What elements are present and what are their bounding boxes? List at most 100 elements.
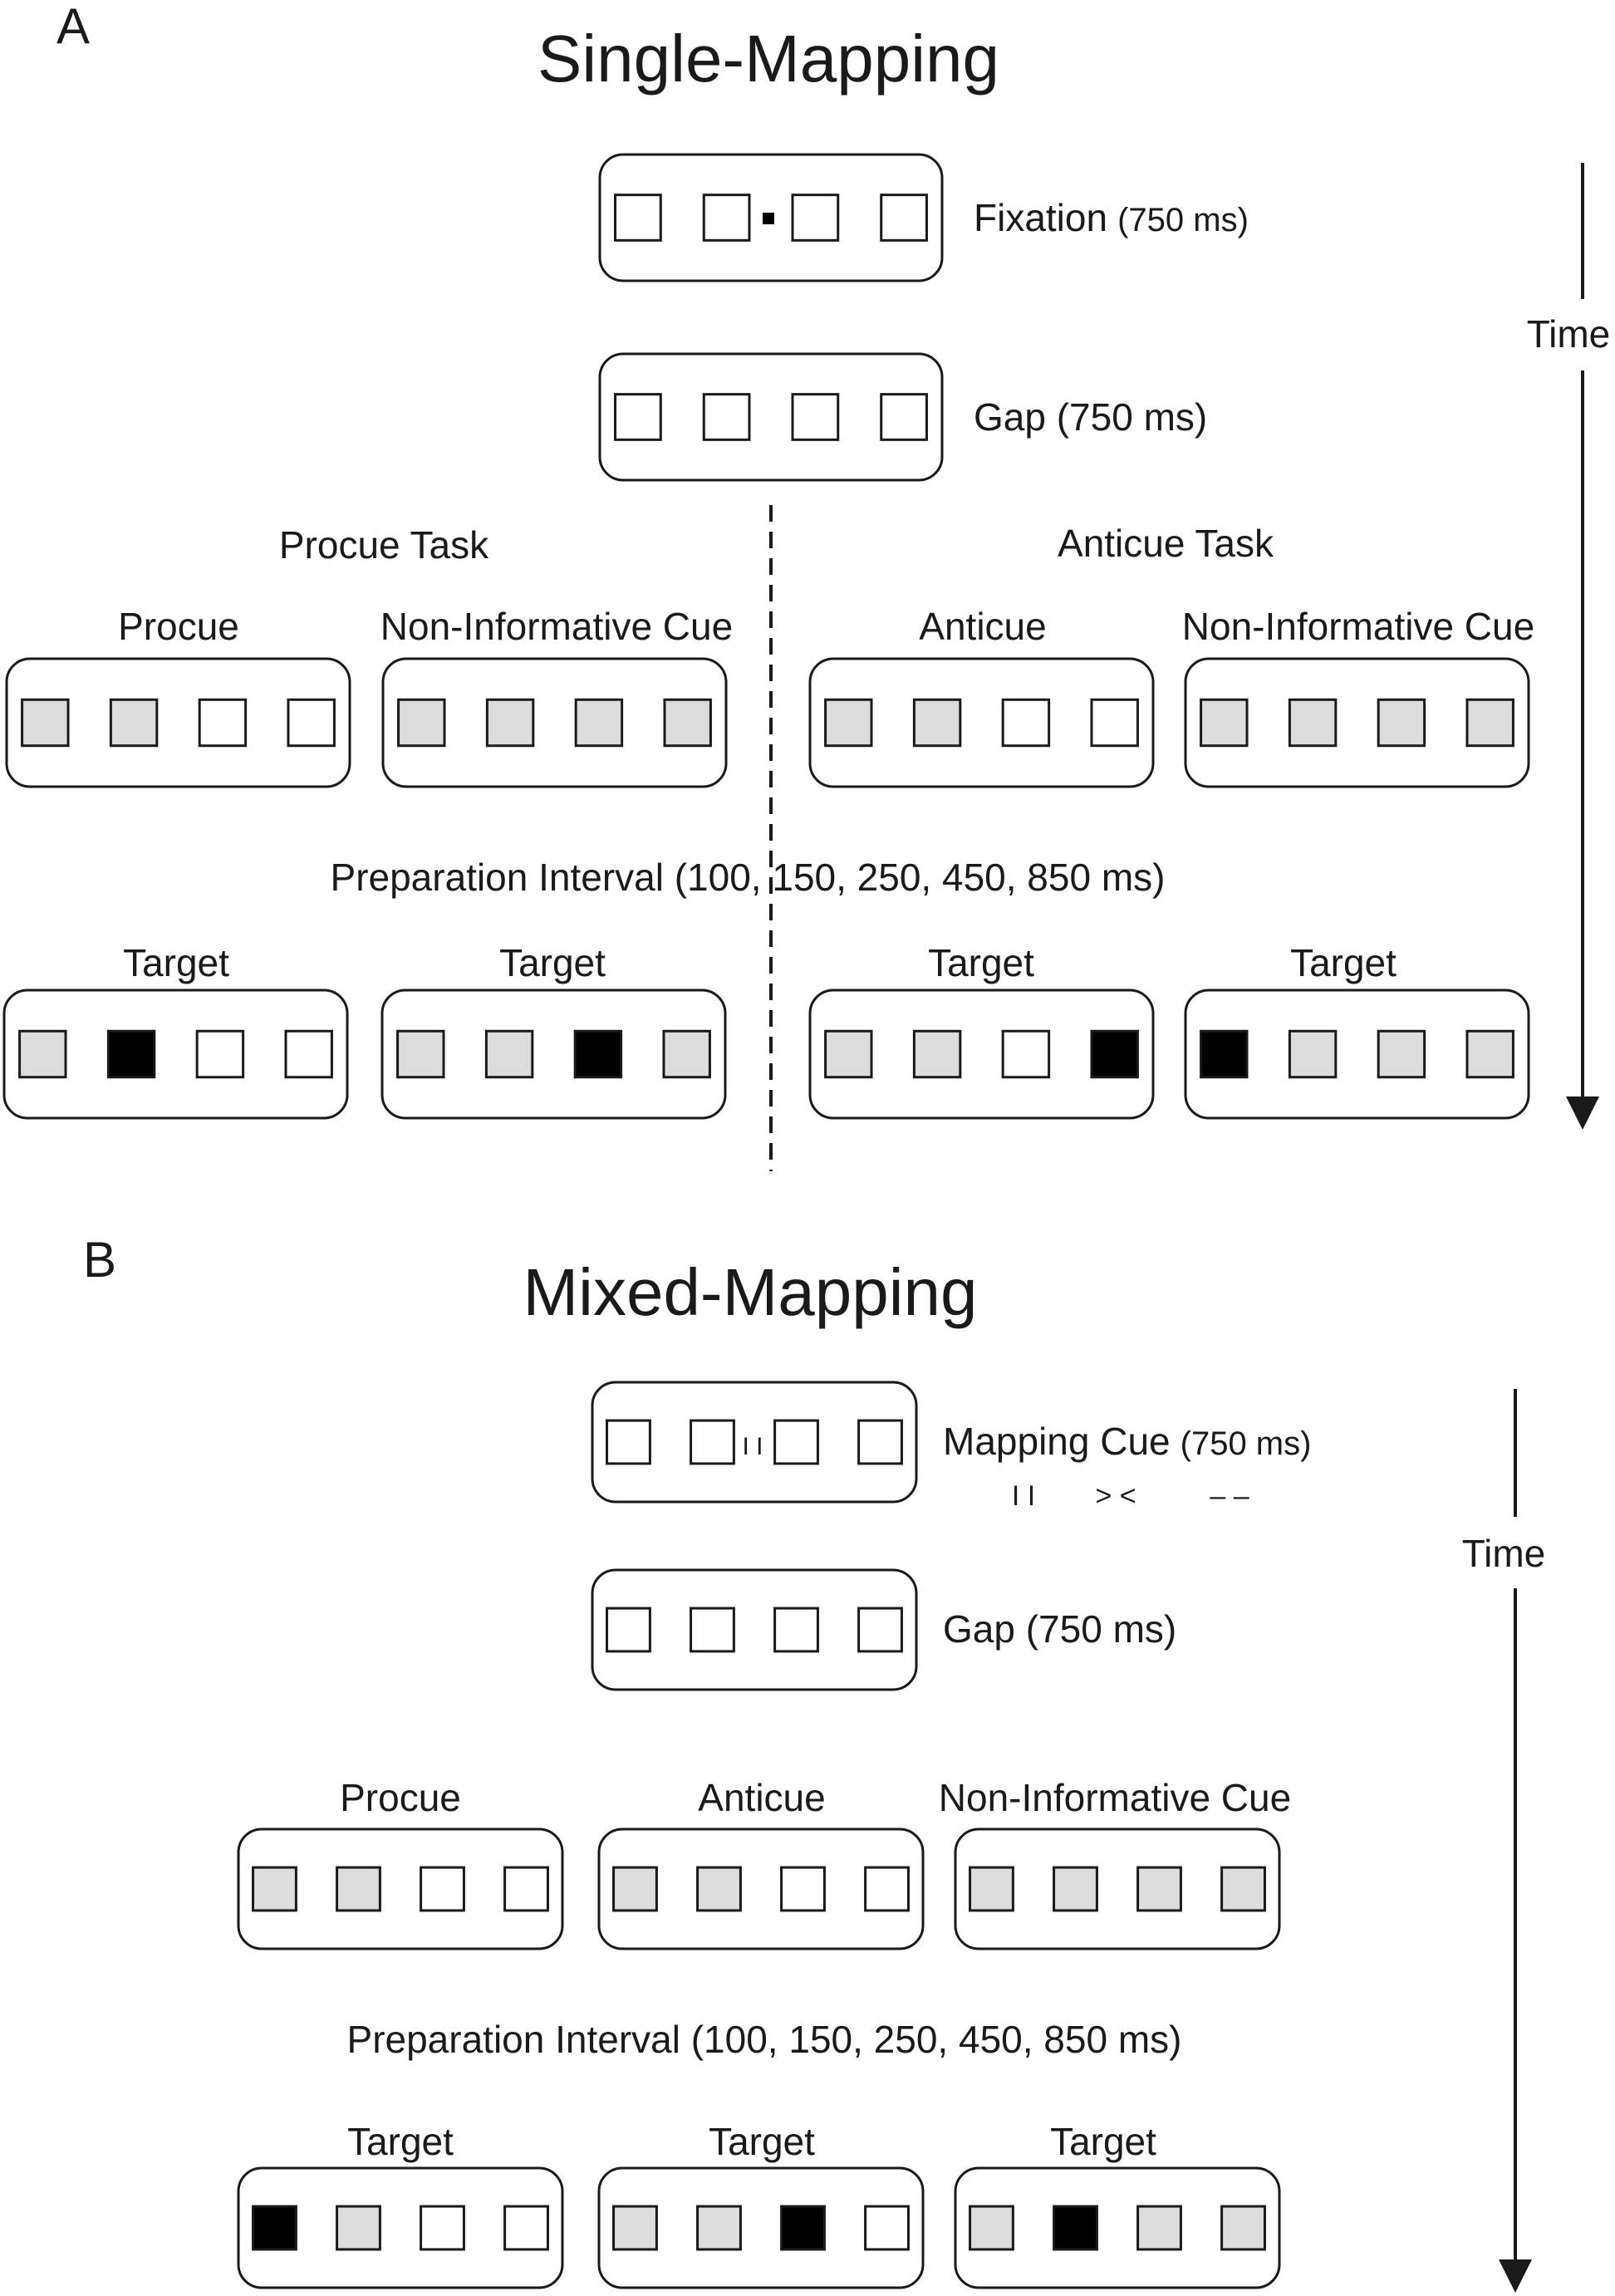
placeholder-square-gray	[252, 1866, 297, 1912]
mixed-target-frame-3	[954, 2166, 1281, 2289]
placeholder-square-white	[503, 1866, 549, 1912]
target-frame-a4	[1184, 989, 1530, 1120]
time-label-a: Time	[1527, 312, 1611, 356]
procue-task-label: Procue Task	[279, 523, 489, 567]
placeholder-square-white	[857, 1607, 903, 1653]
cue-frame-noninformative-procue	[381, 657, 728, 788]
placeholder-square-gray	[912, 698, 962, 748]
cue-squares-noninformative-procue	[397, 698, 712, 748]
placeholder-square-gray	[574, 698, 624, 748]
fixation-point	[763, 213, 774, 224]
mixed-cue-frame-anticue	[597, 1827, 925, 1950]
placeholder-square-gray	[1053, 1866, 1098, 1912]
gap-frame-b	[591, 1568, 918, 1691]
placeholder-square-gray	[18, 1029, 67, 1079]
placeholder-square-gray	[1136, 2205, 1182, 2251]
placeholder-square-gray	[969, 1866, 1014, 1912]
placeholder-square-white	[690, 1419, 735, 1465]
placeholder-square-black	[780, 2205, 826, 2251]
fixation-label: Fixation (750 ms)	[974, 196, 1249, 239]
placeholder-square-gray	[1200, 698, 1249, 748]
placeholder-square-white	[773, 1419, 819, 1465]
placeholder-square-gray	[1377, 1029, 1426, 1079]
target-frame-a3	[808, 989, 1155, 1120]
placeholder-square-white	[287, 698, 336, 748]
target-display-a3	[808, 989, 1155, 1120]
mapping-cue-duration: (750 ms)	[1181, 1425, 1312, 1462]
placeholder-square-black	[1053, 2205, 1098, 2251]
target-squares-a2	[396, 1029, 711, 1079]
placeholder-square-white	[606, 1419, 651, 1465]
fixation-display	[598, 153, 944, 282]
placeholder-square-gray	[824, 698, 873, 748]
mapping-cue-squares	[606, 1419, 903, 1465]
placeholder-square-white	[1090, 698, 1139, 748]
placeholder-square-white	[614, 393, 662, 441]
placeholder-square-gray	[1465, 698, 1514, 748]
target-squares-a4	[1200, 1029, 1514, 1079]
target-display-a4	[1184, 989, 1530, 1120]
mixed-cue-frame-procue	[237, 1827, 564, 1950]
mixed-cue-label-noninformative: Non-Informative Cue	[939, 1776, 1291, 1819]
placeholder-square-gray	[1136, 1866, 1182, 1912]
target-display-a1	[2, 989, 349, 1120]
mixed-target-frame-2	[597, 2166, 925, 2289]
mixed-cue-display-anticue	[597, 1827, 925, 1950]
placeholder-square-white	[198, 698, 248, 748]
placeholder-square-white	[773, 1607, 819, 1653]
gap-display-b	[591, 1568, 918, 1691]
panel-a: A Single-Mapping Fixation(750 ms) Gap (7…	[2, 0, 1611, 1171]
fixation-label-text: Fixation	[974, 196, 1107, 239]
mixed-cue-squares-procue	[252, 1866, 549, 1912]
target-squares-a1	[18, 1029, 333, 1079]
fixation-duration: (750 ms)	[1117, 202, 1249, 238]
gap-display-a	[598, 352, 944, 482]
cue-frame-noninformative-anticue	[1184, 657, 1530, 788]
placeholder-square-black	[1090, 1029, 1139, 1079]
placeholder-square-gray	[663, 698, 712, 748]
mapping-symbol-antisaccade: > <	[1095, 1480, 1136, 1512]
placeholder-square-gray	[1288, 1029, 1338, 1079]
mixed-cue-label-procue: Procue	[340, 1776, 461, 1819]
placeholder-square-gray	[109, 698, 159, 748]
placeholder-square-black	[106, 1029, 156, 1079]
mixed-cue-squares-anticue	[612, 1866, 910, 1912]
preparation-interval-a: Preparation Interval (100, 150, 250, 450…	[331, 856, 1166, 899]
target-squares-a3	[824, 1029, 1139, 1079]
placeholder-square-gray	[484, 1029, 534, 1079]
placeholder-square-white	[690, 1607, 735, 1653]
preparation-interval-b: Preparation Interval (100, 150, 250, 450…	[347, 2018, 1182, 2061]
placeholder-square-white	[503, 2205, 549, 2251]
mixed-target-label-2: Target	[709, 2120, 815, 2163]
mixed-target-label-1: Target	[347, 2120, 454, 2163]
cue-label-procue: Procue	[118, 605, 239, 648]
cue-squares-procue	[21, 698, 336, 748]
placeholder-square-white	[864, 1866, 910, 1912]
panel-title-single-mapping: Single-Mapping	[538, 22, 999, 96]
cue-label-anticue: Anticue	[919, 605, 1046, 648]
mixed-target-squares-3	[969, 2205, 1266, 2251]
placeholder-square-white	[702, 194, 751, 242]
placeholder-square-gray	[485, 698, 535, 748]
placeholder-square-white	[880, 194, 928, 242]
gap-frame-a	[598, 352, 944, 482]
placeholder-square-white	[791, 194, 840, 242]
gap-label-b: Gap (750 ms)	[943, 1607, 1176, 1651]
cue-display-noninformative-procue	[381, 657, 728, 788]
mixed-target-squares-1	[252, 2205, 549, 2251]
mixed-cue-squares-noninformative	[969, 1866, 1266, 1912]
mixed-cue-frame-noninformative	[954, 1827, 1281, 1950]
mixed-target-display-1	[237, 2166, 564, 2289]
placeholder-square-white	[702, 393, 751, 441]
placeholder-square-white	[857, 1419, 903, 1465]
placeholder-square-black	[1200, 1029, 1249, 1079]
target-label-a1: Target	[123, 941, 229, 984]
placeholder-square-gray	[1465, 1029, 1514, 1079]
cue-display-noninformative-anticue	[1184, 657, 1530, 788]
gap-squares-b	[606, 1607, 903, 1653]
placeholder-square-gray	[1377, 698, 1426, 748]
panel-title-mixed-mapping: Mixed-Mapping	[523, 1255, 978, 1329]
placeholder-square-white	[880, 393, 928, 441]
mixed-target-label-3: Target	[1050, 2120, 1156, 2163]
placeholder-square-gray	[1288, 698, 1338, 748]
